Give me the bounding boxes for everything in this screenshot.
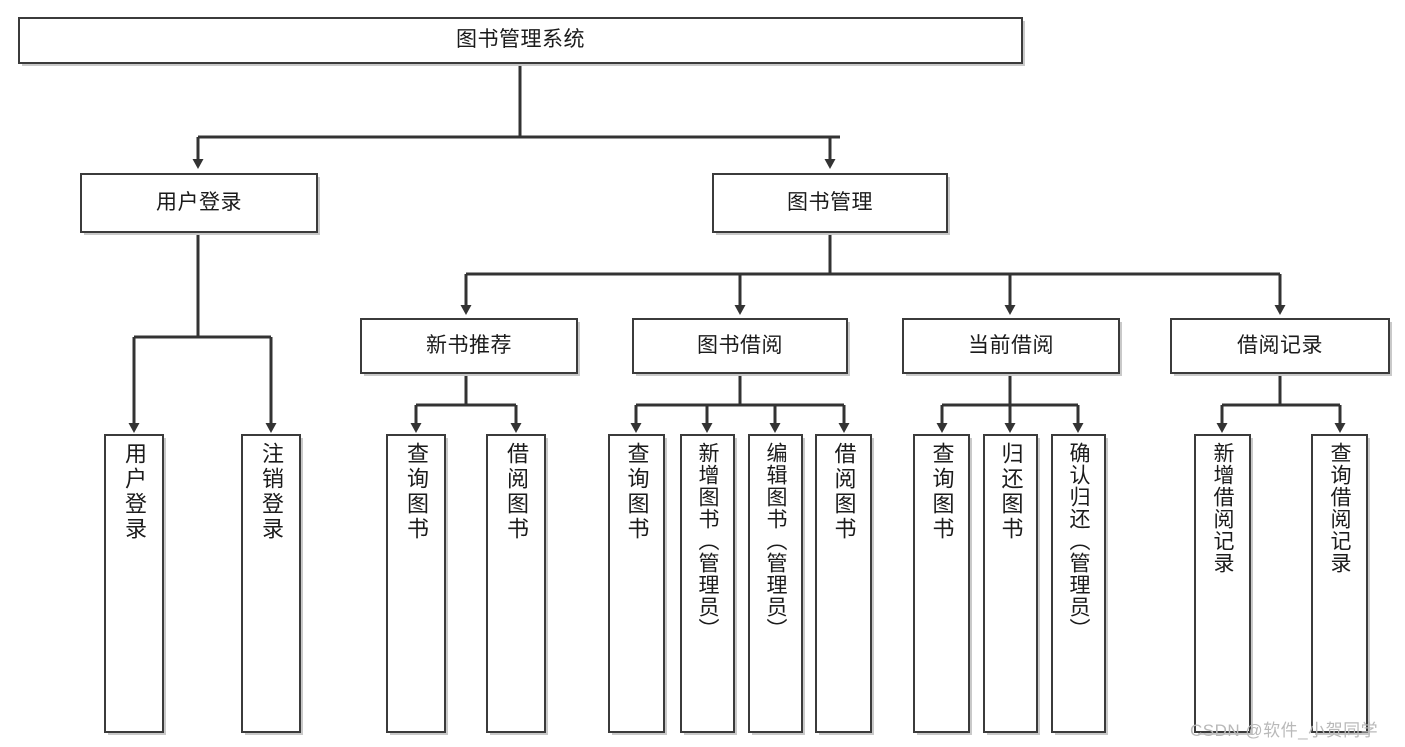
node-label: 查询图书 [404, 442, 429, 542]
node-label: 用户登录 [122, 442, 147, 542]
node-label: 注销登录 [259, 442, 284, 542]
node-user-login[interactable]: 用户登录 [80, 173, 318, 233]
node-label: 确认归还（管理员） [1067, 442, 1090, 640]
node-label: 借阅图书 [504, 442, 529, 542]
node-label: 图书管理系统 [456, 28, 585, 52]
csdn-watermark: CSDN @软件_小贺同学 [1190, 721, 1379, 740]
leaf-return-book[interactable]: 归还图书 [983, 434, 1038, 733]
node-new-book-recommend[interactable]: 新书推荐 [360, 318, 578, 374]
leaf-borrow-book[interactable]: 借阅图书 [815, 434, 872, 733]
leaf-query-book-recommend[interactable]: 查询图书 [386, 434, 446, 733]
node-label: 查询借阅记录 [1328, 442, 1351, 574]
leaf-query-book-borrow[interactable]: 查询图书 [608, 434, 665, 733]
node-label: 新增借阅记录 [1211, 442, 1234, 574]
leaf-add-borrow-record[interactable]: 新增借阅记录 [1194, 434, 1251, 733]
node-book-management[interactable]: 图书管理 [712, 173, 948, 233]
node-label: 当前借阅 [968, 333, 1054, 357]
leaf-query-book-current[interactable]: 查询图书 [913, 434, 970, 733]
leaf-confirm-return-admin[interactable]: 确认归还（管理员） [1051, 434, 1106, 733]
node-label: 查询图书 [929, 442, 955, 542]
node-label: 借阅图书 [831, 442, 857, 542]
node-label: 归还图书 [998, 442, 1024, 542]
node-root-system[interactable]: 图书管理系统 [18, 17, 1023, 64]
node-label: 查询图书 [624, 442, 650, 542]
node-label: 借阅记录 [1237, 333, 1323, 357]
node-label: 新增图书（管理员） [696, 442, 719, 640]
node-label: 图书管理 [787, 190, 873, 214]
node-book-borrow[interactable]: 图书借阅 [632, 318, 848, 374]
node-label: 新书推荐 [426, 333, 512, 357]
leaf-logout[interactable]: 注销登录 [241, 434, 301, 733]
node-label: 用户登录 [156, 190, 242, 214]
node-current-borrow[interactable]: 当前借阅 [902, 318, 1120, 374]
leaf-add-book-admin[interactable]: 新增图书（管理员） [680, 434, 735, 733]
leaf-borrow-book-recommend[interactable]: 借阅图书 [486, 434, 546, 733]
node-label: 图书借阅 [697, 333, 783, 357]
leaf-query-borrow-record[interactable]: 查询借阅记录 [1311, 434, 1368, 733]
leaf-edit-book-admin[interactable]: 编辑图书（管理员） [748, 434, 803, 733]
node-label: 编辑图书（管理员） [764, 442, 787, 640]
leaf-user-login[interactable]: 用户登录 [104, 434, 164, 733]
node-borrow-records[interactable]: 借阅记录 [1170, 318, 1390, 374]
